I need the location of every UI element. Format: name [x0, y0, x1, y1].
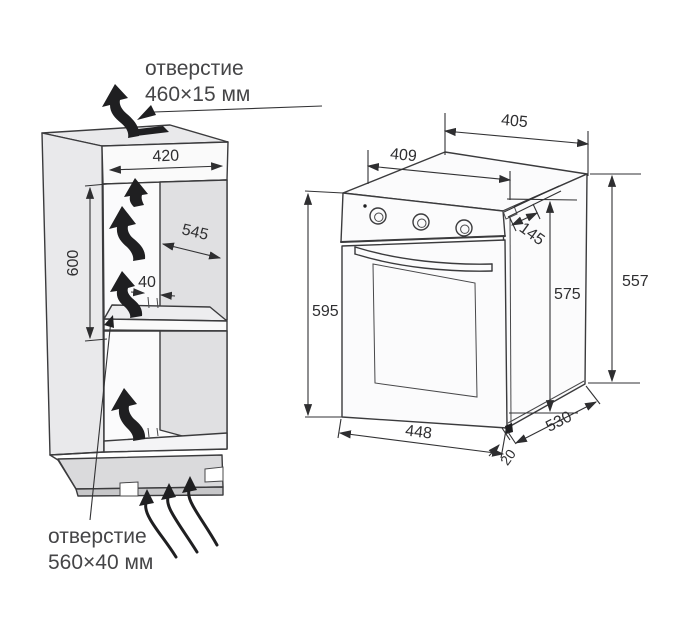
cabinet-plinth	[49, 454, 224, 497]
dimension-height-front: 595	[303, 190, 344, 418]
plinth-foot-notch	[119, 481, 139, 497]
top-opening-callout: отверстие 460×15 мм	[137, 57, 323, 120]
airflow-arrow-icon	[109, 206, 146, 261]
lower-compartment-right-wall	[159, 330, 228, 449]
oven-drawing: 405 409 145 595 57	[303, 112, 649, 468]
door-handle	[354, 246, 493, 272]
airflow-arrow-icon	[102, 84, 140, 138]
floor-gap-tick	[156, 427, 159, 437]
dim-600-label: 600	[65, 250, 82, 277]
top-opening-label-line1: отверстие	[145, 57, 244, 80]
shelf-gap-tick	[156, 297, 159, 309]
dim-545-label: 545	[180, 221, 210, 244]
dim-40-label: 40	[138, 274, 156, 291]
dim-595-label: 595	[312, 303, 339, 320]
bottom-opening-callout: отверстие 560×40 мм	[48, 315, 153, 574]
shelf-gap-tick	[147, 296, 150, 309]
leader-arrowhead	[104, 315, 114, 328]
door-corner-detail	[505, 423, 513, 434]
dim-448-label: 448	[404, 422, 433, 442]
dimension-height-rear: 557	[588, 173, 649, 384]
cabinet-left-panel	[41, 132, 105, 456]
top-vent-slot	[130, 126, 169, 136]
dim-409-label: 409	[389, 146, 417, 165]
cabinet-bottom-edge	[49, 451, 105, 456]
oven-knob-icon	[455, 219, 473, 237]
top-opening-label-line2: 460×15 мм	[145, 83, 250, 106]
cabinet-drawing: 420 600 545 40 отверстие 460×15 мм	[41, 57, 323, 574]
dim-420-label: 420	[152, 148, 179, 166]
dimension-front-top-width: 409	[366, 146, 512, 200]
bottom-opening-label-line2: 560×40 мм	[48, 551, 153, 574]
dim-530-label: 530	[543, 408, 575, 435]
oven-knob-icon	[412, 213, 430, 231]
dim-405-label: 405	[500, 112, 528, 131]
panel-door-gap	[340, 235, 506, 243]
dim-20-label: 20	[497, 446, 519, 468]
oven-body-front-right-edge	[509, 213, 512, 425]
middle-shelf-edge	[103, 318, 228, 332]
dimension-niche-width: 420	[108, 148, 224, 174]
dim-575-label: 575	[554, 286, 581, 303]
oven-knob-icon	[369, 207, 387, 225]
dimension-niche-height: 600	[65, 183, 108, 342]
dimension-door-offset: 20	[488, 427, 519, 468]
door-window	[372, 263, 478, 398]
upper-compartment-right-wall	[159, 179, 228, 321]
dimension-niche-depth: 545	[161, 221, 222, 260]
plinth-corner-step	[204, 466, 224, 483]
bottom-opening-label-line1: отверстие	[48, 525, 147, 548]
leader-arrowhead	[137, 105, 156, 120]
dim-557-label: 557	[622, 273, 649, 290]
dimension-rear-gap: 40	[130, 274, 176, 300]
dimension-front-width: 448	[337, 418, 507, 459]
dimension-top-width: 405	[443, 112, 590, 176]
airflow-arrow-icon	[110, 271, 143, 318]
airflow-arrow-icon	[124, 178, 148, 207]
floor-gap-tick	[147, 427, 150, 438]
lower-compartment-floor	[103, 432, 228, 453]
indicator-light-icon	[363, 204, 367, 208]
airflow-arrow-icon	[111, 388, 146, 441]
intake-airflow-arrows	[139, 476, 219, 559]
